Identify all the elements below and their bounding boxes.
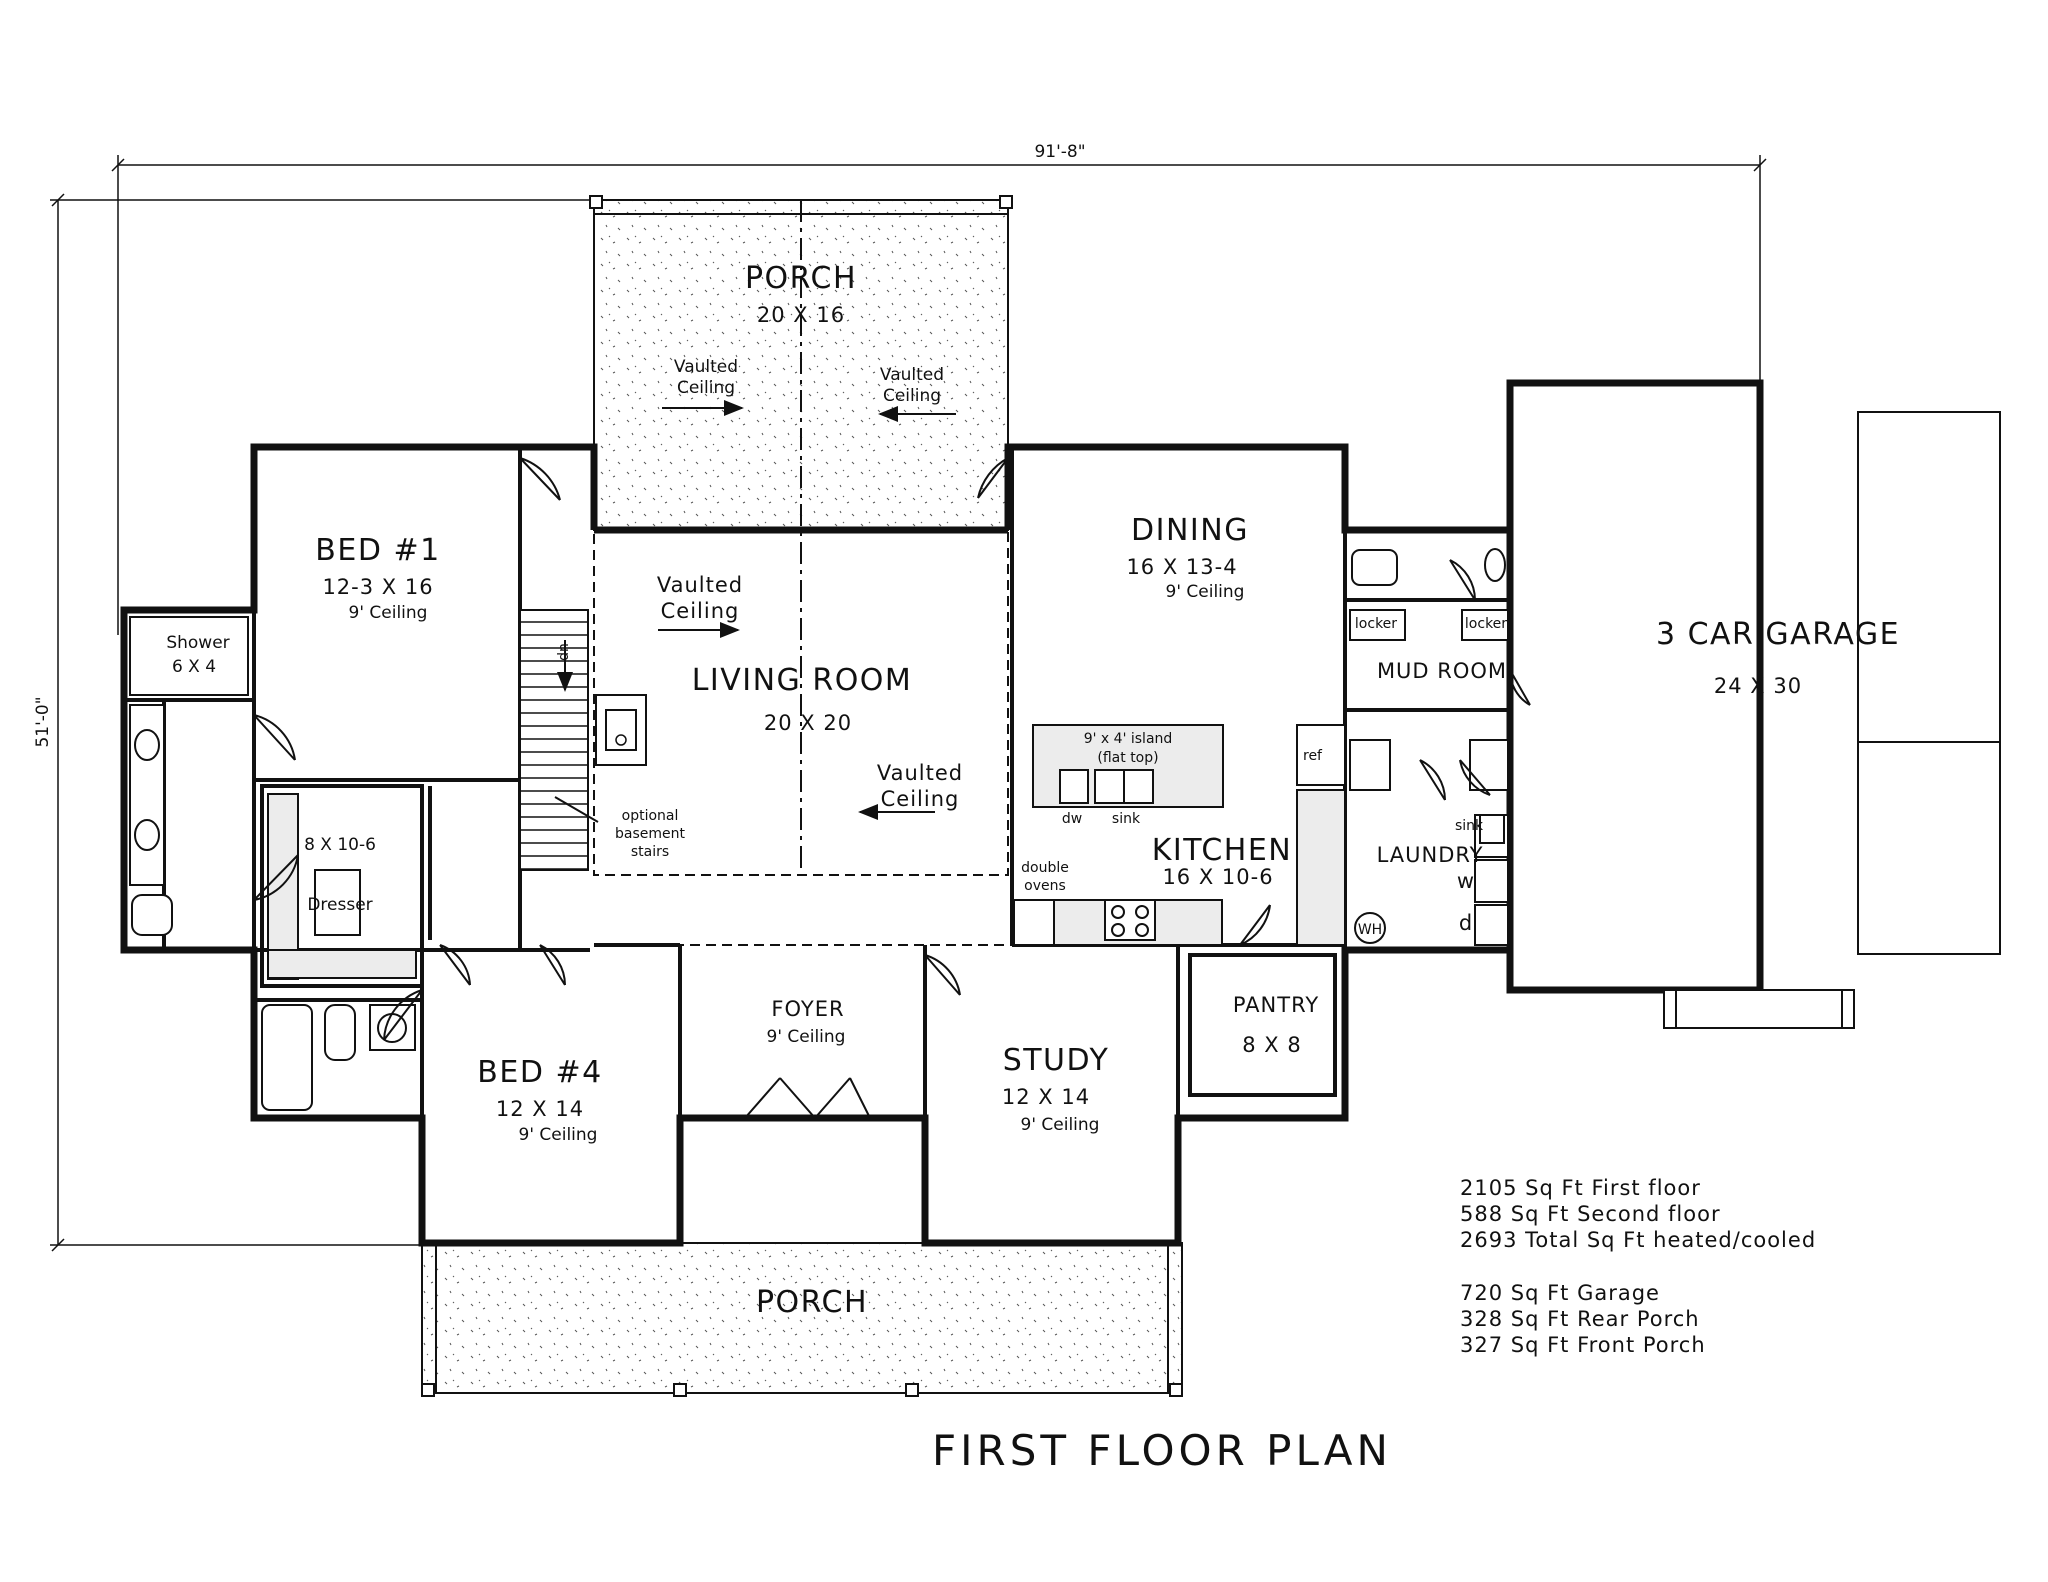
laundry-sink-label: sink [1455,818,1484,834]
ceiling-3: Ceiling [661,599,740,623]
bed4-ceiling: 9' Ceiling [519,1125,598,1145]
rear-porch [589,195,1013,870]
study-ceiling: 9' Ceiling [1021,1115,1100,1135]
vaulted-2: Vaulted [880,365,944,385]
garage-name: 3 CAR GARAGE [1656,617,1900,652]
area-line: 327 Sq Ft Front Porch [1460,1333,1706,1357]
rear-porch-size: 20 X 16 [757,303,845,327]
dresser [314,869,361,936]
foyer-name: FOYER [771,997,844,1021]
locker-right-label: locker [1465,616,1507,632]
kitchen-name: KITCHEN [1152,833,1293,868]
kitchen-sink-label: sink [1112,811,1141,827]
closet-size: 8 X 10-6 [304,835,376,855]
island-note: (flat top) [1097,750,1158,766]
pantry-name: PANTRY [1233,993,1319,1017]
area-line: 2105 Sq Ft First floor [1460,1176,1701,1200]
vaulted-4: Vaulted [877,761,963,785]
ceiling-1: Ceiling [677,378,735,398]
pantry-size: 8 X 8 [1242,1033,1301,1057]
exterior-walls [120,379,2001,1247]
area-summary: 2105 Sq Ft First floor 588 Sq Ft Second … [1460,1176,1816,1357]
mud-room-name: MUD ROOM [1377,659,1507,683]
ceiling-2: Ceiling [883,386,941,406]
bed1-name: BED #1 [315,533,440,568]
dining-size: 16 X 13-4 [1126,555,1237,579]
water-heater-label: WH [1358,922,1382,938]
stairs-note-1: optional [622,808,679,824]
living-size: 20 X 20 [764,711,852,735]
bed4-name: BED #4 [477,1055,602,1090]
dryer-label: d [1459,911,1473,935]
washer-label: w [1457,869,1475,893]
rear-porch-name: PORCH [745,261,857,296]
front-porch [421,1242,1183,1397]
living-name: LIVING ROOM [692,663,913,698]
room-labels: PORCH 20 X 16 Vaulted Ceiling Vaulted Ce… [166,261,1900,1320]
overall-depth-text: 51'-0" [33,696,53,747]
ceiling-4: Ceiling [881,787,960,811]
shower-size: 6 X 4 [172,657,216,677]
dishwasher-label: dw [1062,811,1082,827]
area-line: 328 Sq Ft Rear Porch [1460,1307,1700,1331]
study-size: 12 X 14 [1002,1085,1090,1109]
foyer-ceiling: 9' Ceiling [767,1027,846,1047]
island-label: 9' x 4' island [1084,731,1173,747]
locker-left-label: locker [1355,616,1397,632]
laundry-name: LAUNDRY [1377,843,1484,867]
ref-label: ref [1303,748,1323,764]
ovens-label-2: ovens [1024,878,1066,894]
ovens-label-1: double [1021,860,1069,876]
overall-width-text: 91'-8" [1034,142,1085,162]
dining-name: DINING [1131,513,1249,548]
area-line: 2693 Total Sq Ft heated/cooled [1460,1228,1816,1252]
bed1-ceiling: 9' Ceiling [349,603,428,623]
svg-text:up: up [556,643,572,661]
bath-fixtures [129,616,416,1111]
garage-size: 24 X 30 [1714,674,1802,698]
doors[interactable] [253,457,1531,1119]
mud-room-fixtures: locker locker sink w d WH [1349,548,1509,946]
study-name: STUDY [1003,1043,1110,1078]
overall-width-dimension: 91'-8" [111,142,1767,635]
vaulted-arrows [554,400,956,823]
dining-ceiling: 9' Ceiling [1166,582,1245,602]
kitchen-counters: double ovens ref [1011,724,1346,946]
stairs-note-2: basement [615,826,685,842]
area-line: 588 Sq Ft Second floor [1460,1202,1721,1226]
basement-stairs[interactable]: up [519,609,589,871]
kitchen-island: 9' x 4' island (flat top) dw sink [1032,724,1224,827]
stairs-note-3: stairs [631,844,669,860]
bed4-size: 12 X 14 [496,1097,584,1121]
vaulted-3: Vaulted [657,573,743,597]
front-porch-name: PORCH [756,1285,868,1320]
plan-title: FIRST FLOOR PLAN [932,1426,1392,1475]
shower-name: Shower [166,633,229,653]
fireplace [595,694,647,766]
kitchen-size: 16 X 10-6 [1162,865,1273,889]
vaulted-1: Vaulted [674,357,738,377]
dresser-label: Dresser [307,895,372,915]
overall-depth-dimension: 51'-0" [33,193,590,1252]
bed1-size: 12-3 X 16 [322,575,433,599]
living-room-outline [593,529,1009,876]
area-line: 720 Sq Ft Garage [1460,1281,1660,1305]
